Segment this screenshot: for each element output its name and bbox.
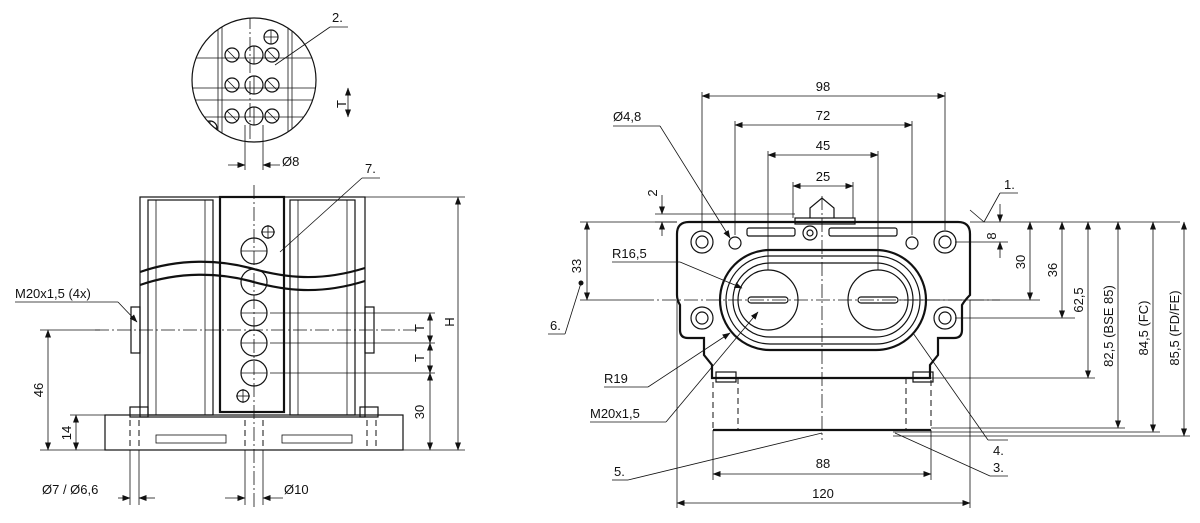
- dim-r19: R19: [604, 371, 628, 386]
- dim-8: 8: [984, 232, 999, 239]
- callout-6: 6.: [550, 318, 561, 333]
- left-view: T Ø8 2.: [15, 10, 465, 510]
- dim-845: 84,5 (FC): [1136, 301, 1151, 356]
- callout-3: 3.: [993, 460, 1004, 475]
- dim-h: H: [442, 317, 457, 326]
- dim-phi10: Ø10: [284, 482, 309, 497]
- dim-t-upper: T: [412, 324, 427, 332]
- dim-25: 25: [816, 169, 830, 184]
- dim-thread-m20-4x: M20x1,5 (4x): [15, 286, 91, 301]
- callout-1: 1.: [1004, 177, 1015, 192]
- dim-14: 14: [59, 426, 74, 440]
- dim-30-left: 30: [412, 405, 427, 419]
- dim-phi48: Ø4,8: [613, 109, 641, 124]
- dim-33: 33: [569, 259, 584, 273]
- dim-120: 120: [812, 486, 834, 501]
- dim-98: 98: [816, 79, 830, 94]
- dim-t-detail: T: [334, 100, 349, 108]
- dim-phi7: Ø7 / Ø6,6: [42, 482, 98, 497]
- dim-45: 45: [816, 138, 830, 153]
- callout-7: 7.: [365, 161, 376, 176]
- dim-855: 85,5 (FD/FE): [1167, 290, 1182, 365]
- right-view: 98 72 45 25 Ø4,8 2 R16,5 33: [548, 79, 1190, 508]
- dim-625: 62,5: [1071, 287, 1086, 312]
- left-body: [95, 185, 420, 510]
- callout-5: 5.: [614, 464, 625, 479]
- dim-t-lower: T: [412, 354, 427, 362]
- dim-phi8: Ø8: [282, 154, 299, 169]
- dim-r165: R16,5: [612, 246, 647, 261]
- dim-m20x15: M20x1,5: [590, 406, 640, 421]
- dim-46: 46: [31, 383, 46, 397]
- callout-4: 4.: [993, 443, 1004, 458]
- dim-825: 82,5 (BSE 85): [1101, 285, 1116, 367]
- dim-2: 2: [645, 189, 660, 196]
- dim-88: 88: [816, 456, 830, 471]
- dim-72: 72: [816, 108, 830, 123]
- dim-30-right: 30: [1013, 255, 1028, 269]
- callout-2: 2.: [332, 10, 343, 25]
- dim-36: 36: [1045, 263, 1060, 277]
- detail-circle: T Ø8: [191, 17, 351, 170]
